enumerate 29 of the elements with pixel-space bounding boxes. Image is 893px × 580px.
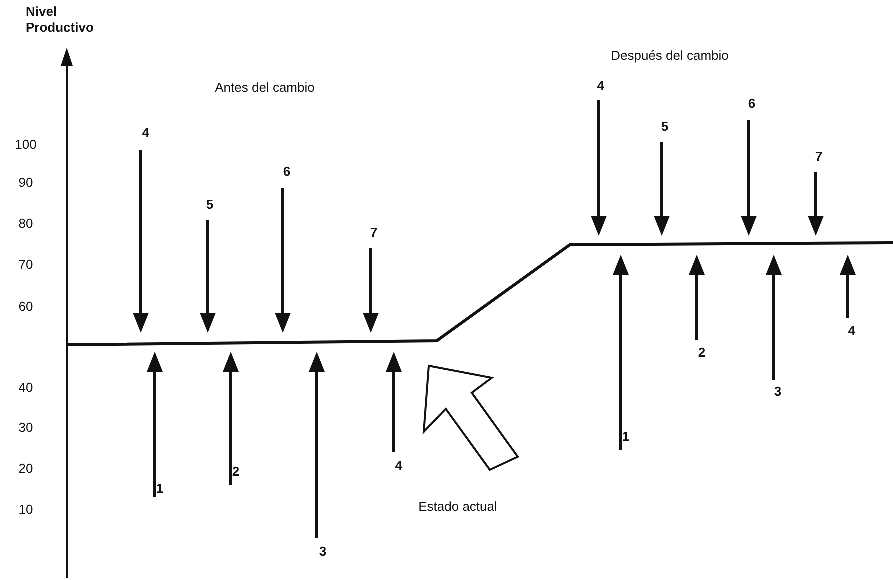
callout-number: 6 [283, 164, 291, 180]
tick-label: 20 [18, 461, 34, 477]
tick-label: 60 [18, 299, 34, 315]
callout-number: 7 [815, 149, 823, 165]
tick-label: 80 [18, 216, 34, 232]
section-heading: Después del cambio [611, 48, 729, 64]
callout-number: 2 [232, 464, 240, 480]
callout-number: 4 [142, 125, 150, 141]
callout-number: 1 [622, 429, 630, 445]
callout-number: 6 [748, 96, 756, 112]
tick-label: 100 [15, 137, 37, 153]
callout-number: 3 [774, 384, 782, 400]
section-heading: Antes del cambio [215, 80, 315, 96]
callout-number: 5 [661, 119, 669, 135]
callout-text: Estado actual [418, 499, 498, 515]
tick-label: 90 [18, 175, 34, 191]
tick-label: 30 [18, 420, 34, 436]
tick-label: 40 [18, 380, 34, 396]
callout-number: 4 [395, 458, 403, 474]
axis-title: Nivel Productivo [26, 4, 95, 36]
callout-number: 7 [370, 225, 378, 241]
callout-number: 4 [597, 78, 605, 94]
tick-label: 10 [18, 502, 34, 518]
callout-number: 5 [206, 197, 214, 213]
callout-number: 3 [319, 544, 327, 560]
callout-number: 4 [848, 323, 856, 339]
tick-label: 70 [18, 257, 34, 273]
callout-number: 1 [156, 481, 164, 497]
callout-number: 2 [698, 345, 706, 361]
